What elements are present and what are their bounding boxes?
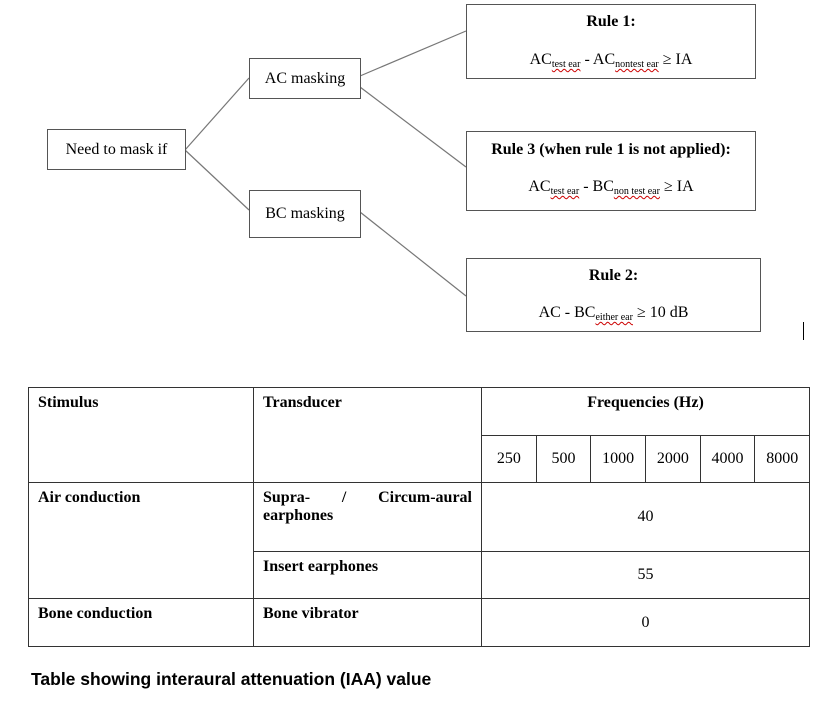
frequency-500: 500 bbox=[535, 436, 591, 482]
header-stimulus: Stimulus bbox=[28, 387, 254, 483]
table-caption: Table showing interaural attenuation (IA… bbox=[31, 669, 432, 689]
rule2-box: Rule 2: AC - BCeither ear ≥ 10 dB bbox=[466, 258, 761, 332]
rule1-title: Rule 1: bbox=[586, 13, 636, 30]
root-node: Need to mask if bbox=[47, 129, 186, 170]
root-node-label: Need to mask if bbox=[65, 140, 168, 158]
ac-masking-node: AC masking bbox=[249, 58, 361, 99]
frequency-4000: 4000 bbox=[699, 436, 755, 482]
transducer-bone-vibrator: Bone vibrator bbox=[253, 598, 482, 647]
bc-masking-label: BC masking bbox=[265, 205, 345, 222]
text-cursor bbox=[803, 322, 804, 340]
rule1-box: Rule 1: ACtest ear - ACnontest ear ≥ IA bbox=[466, 4, 756, 79]
iaa-table: Stimulus Transducer Frequencies (Hz) 250… bbox=[28, 387, 810, 647]
frequency-2000: 2000 bbox=[645, 436, 700, 482]
transducer-supra-circum-aural: Supra- / Circum-aural earphones bbox=[253, 482, 482, 552]
table-row: Air conduction Supra- / Circum-aural ear… bbox=[28, 482, 810, 599]
frequency-250: 250 bbox=[496, 450, 521, 467]
flowchart-connectors bbox=[184, 30, 467, 297]
rule3-formula: ACtest ear - BCnon test ear ≥ IA bbox=[528, 178, 694, 197]
iaa-value-supra-circum-aural: 40 bbox=[481, 482, 810, 552]
table-row: Bone conduction Bone vibrator 0 bbox=[28, 598, 810, 647]
frequency-8000: 8000 bbox=[754, 436, 809, 482]
rule3-title: Rule 3 (when rule 1 is not applied): bbox=[491, 141, 731, 158]
frequency-1000: 1000 bbox=[590, 436, 645, 482]
frequency-list: 250 500 1000 2000 4000 8000 bbox=[481, 435, 810, 483]
stimulus-bone-conduction: Bone conduction bbox=[28, 598, 254, 647]
table-row: Insert earphones 55 bbox=[29, 551, 810, 599]
bc-masking-node: BC masking bbox=[249, 190, 361, 238]
stimulus-air-conduction: Air conduction bbox=[28, 482, 254, 599]
header-frequencies: Frequencies (Hz) bbox=[481, 387, 810, 436]
rule1-formula: ACtest ear - ACnontest ear ≥ IA bbox=[529, 51, 693, 70]
ac-masking-label: AC masking bbox=[264, 69, 346, 87]
rule2-formula: AC - BCeither ear ≥ 10 dB bbox=[538, 304, 689, 323]
rule3-box: Rule 3 (when rule 1 is not applied): ACt… bbox=[466, 131, 756, 211]
iaa-value-bone-vibrator: 0 bbox=[481, 598, 810, 647]
rule2-title: Rule 2: bbox=[588, 267, 639, 284]
transducer-insert-earphones: Insert earphones bbox=[253, 551, 482, 599]
header-transducer: Transducer bbox=[253, 387, 482, 483]
iaa-value-insert-earphones: 55 bbox=[481, 551, 810, 599]
